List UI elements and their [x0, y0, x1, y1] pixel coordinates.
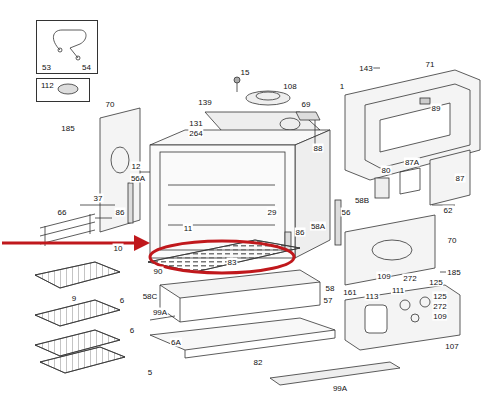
callout-number: 82: [253, 358, 264, 367]
callout-number: 112: [40, 81, 55, 90]
callout-number: 6: [119, 296, 125, 305]
callout-number: 62: [443, 206, 454, 215]
callout-number: 53: [41, 63, 52, 72]
callout-number: 80: [381, 166, 392, 175]
callout-number: 12: [131, 162, 142, 171]
callout-number: 71: [425, 60, 436, 69]
callout-number: 58A: [310, 222, 326, 231]
callout-number: 108: [282, 82, 297, 91]
callout-number: 272: [432, 302, 447, 311]
callout-number: 58B: [354, 196, 370, 205]
callout-number: 88: [313, 144, 324, 153]
callout-number: 109: [432, 312, 447, 321]
inset-box: 53 54: [36, 20, 98, 74]
callout-number: 56: [341, 208, 352, 217]
callout-number: 161: [342, 288, 357, 297]
callout-number: 87A: [404, 158, 420, 167]
callout-number: 131: [188, 119, 203, 128]
callout-number: 6A: [170, 338, 182, 347]
callout-number: 15: [240, 68, 251, 77]
callout-number: 86: [295, 228, 306, 237]
callout-number: 58C: [142, 292, 159, 301]
callout-number: 99A: [332, 384, 348, 393]
callout-number: 5: [147, 368, 153, 377]
callout-number: 185: [60, 124, 75, 133]
callout-number: 11: [183, 224, 193, 233]
callout-number: 86: [115, 208, 126, 217]
callout-number: 125: [428, 278, 443, 287]
callout-number: 6: [129, 326, 135, 335]
callout-number: 10: [113, 244, 124, 253]
callout-number: 66: [57, 208, 68, 217]
callout-number: 99A: [152, 308, 168, 317]
callout-number: 264: [188, 129, 203, 138]
callout-number: 83: [227, 258, 238, 267]
callout-number: 54: [81, 63, 92, 72]
callout-number: 113: [365, 292, 380, 301]
callout-number: 1: [339, 82, 345, 91]
callout-number: 109: [376, 272, 391, 281]
callout-number: 89: [431, 104, 442, 113]
callout-number: 90: [153, 267, 164, 276]
callout-number: 185: [446, 268, 461, 277]
callout-number: 125: [432, 292, 447, 301]
callout-number: 70: [447, 236, 458, 245]
callout-number: 57: [323, 296, 334, 305]
callout-number: 70: [105, 100, 116, 109]
callout-number: 87: [455, 174, 466, 183]
inset-box: 112: [36, 78, 90, 102]
callout-number: 139: [197, 98, 212, 107]
callout-number: 37: [93, 194, 104, 203]
callout-number: 272: [402, 274, 417, 283]
callout-number: 56A: [130, 174, 146, 183]
callout-number: 58: [325, 284, 336, 293]
callout-number: 29: [267, 208, 278, 217]
callout-number: 69: [301, 100, 312, 109]
callout-number: 9: [71, 294, 77, 303]
callout-number: 143: [358, 64, 373, 73]
callout-number: 111: [391, 286, 405, 295]
callout-number: 107: [444, 342, 459, 351]
